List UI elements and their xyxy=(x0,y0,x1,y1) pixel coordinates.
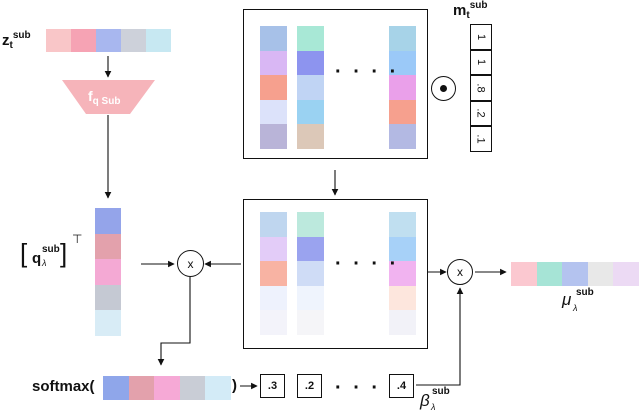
softmax-close-paren: ) xyxy=(232,377,237,394)
memory-top-cell xyxy=(260,99,287,124)
memory-bottom-cell xyxy=(297,212,324,237)
memory-top-cell xyxy=(260,124,287,149)
q-cell xyxy=(95,284,121,310)
mu-cell xyxy=(511,262,537,286)
f-q-sub-label: fq Sub xyxy=(88,88,121,107)
softmax-label: softmax( xyxy=(32,378,95,395)
f-q-sub-trapezoid xyxy=(62,80,155,114)
softmax-cell xyxy=(103,376,129,400)
ellipsis-top: · · · · xyxy=(335,61,400,83)
q-cell xyxy=(95,233,121,259)
z-t-sub-label: ztsub xyxy=(2,30,31,51)
z-cell xyxy=(96,29,121,52)
mask-value-cell: .1 xyxy=(470,126,492,152)
memory-bottom-cell xyxy=(260,261,287,286)
softmax-weight-1: .3 xyxy=(260,374,285,398)
mask-value-cell: .2 xyxy=(470,100,492,126)
memory-top-cell xyxy=(260,50,287,75)
memory-bottom-cell xyxy=(389,261,416,286)
memory-top-cell xyxy=(389,50,416,75)
memory-top-cell xyxy=(297,124,324,149)
beta-lambda-sub-label: β sub λ xyxy=(420,386,450,412)
q-cell xyxy=(95,310,121,336)
mask-value-text: .8 xyxy=(475,83,487,93)
mu-cell xyxy=(562,262,588,286)
softmax-cell xyxy=(128,376,154,400)
memory-top-cell xyxy=(389,75,416,100)
memory-bottom-cell xyxy=(389,285,416,310)
elementwise-product-operator xyxy=(431,76,456,101)
memory-bottom-cell xyxy=(260,310,287,335)
z-cell xyxy=(121,29,146,52)
memory-bottom-cell xyxy=(297,261,324,286)
mask-value-cell: 1 xyxy=(470,49,492,75)
mask-value-text: .2 xyxy=(475,108,487,118)
memory-bottom-cell xyxy=(389,310,416,335)
m-t-sub-label: mtsub xyxy=(453,0,488,21)
z-cell xyxy=(146,29,171,52)
memory-bottom-cell xyxy=(297,236,324,261)
q-cell xyxy=(95,259,121,285)
z-cell xyxy=(46,29,71,52)
softmax-cell xyxy=(205,376,231,400)
arrow-multiply-to-softmax xyxy=(157,277,191,366)
memory-bottom-cell xyxy=(297,310,324,335)
softmax-cell xyxy=(179,376,205,400)
memory-bottom-cell xyxy=(260,236,287,261)
memory-top-cell xyxy=(297,50,324,75)
multiply-operator-2: x xyxy=(447,259,473,285)
mask-value-cell: 1 xyxy=(470,24,492,50)
mu-cell xyxy=(587,262,613,286)
mask-value-cell: .8 xyxy=(470,75,492,101)
memory-bottom-cell xyxy=(389,236,416,261)
z-cell xyxy=(71,29,96,52)
ellipsis-weights: · · · · xyxy=(335,377,400,399)
memory-top-cell xyxy=(297,26,324,51)
memory-top-cell xyxy=(389,26,416,51)
mask-value-text: 1 xyxy=(475,59,487,66)
softmax-weight-2: .2 xyxy=(297,374,322,398)
multiply-operator: x xyxy=(177,250,204,277)
memory-bottom-cell xyxy=(389,212,416,237)
memory-top-cell xyxy=(389,99,416,124)
mu-cell xyxy=(613,262,639,286)
softmax-cell xyxy=(154,376,180,400)
mu-lambda-sub-label: μ sub λ xyxy=(562,287,594,313)
memory-top-cell xyxy=(389,124,416,149)
memory-bottom-cell xyxy=(260,285,287,310)
q-cell xyxy=(95,208,121,234)
ellipsis-bottom: · · · · xyxy=(335,253,400,275)
mask-value-text: 1 xyxy=(475,33,487,40)
memory-bottom-cell xyxy=(297,285,324,310)
mask-value-text: .1 xyxy=(475,134,487,144)
memory-top-cell xyxy=(297,99,324,124)
memory-top-cell xyxy=(260,26,287,51)
arrow-beta-to-multiply xyxy=(416,287,464,386)
mu-cell xyxy=(536,262,562,286)
memory-top-cell xyxy=(260,75,287,100)
memory-bottom-cell xyxy=(260,212,287,237)
softmax-weight-3: .4 xyxy=(389,374,414,398)
memory-top-cell xyxy=(297,75,324,100)
